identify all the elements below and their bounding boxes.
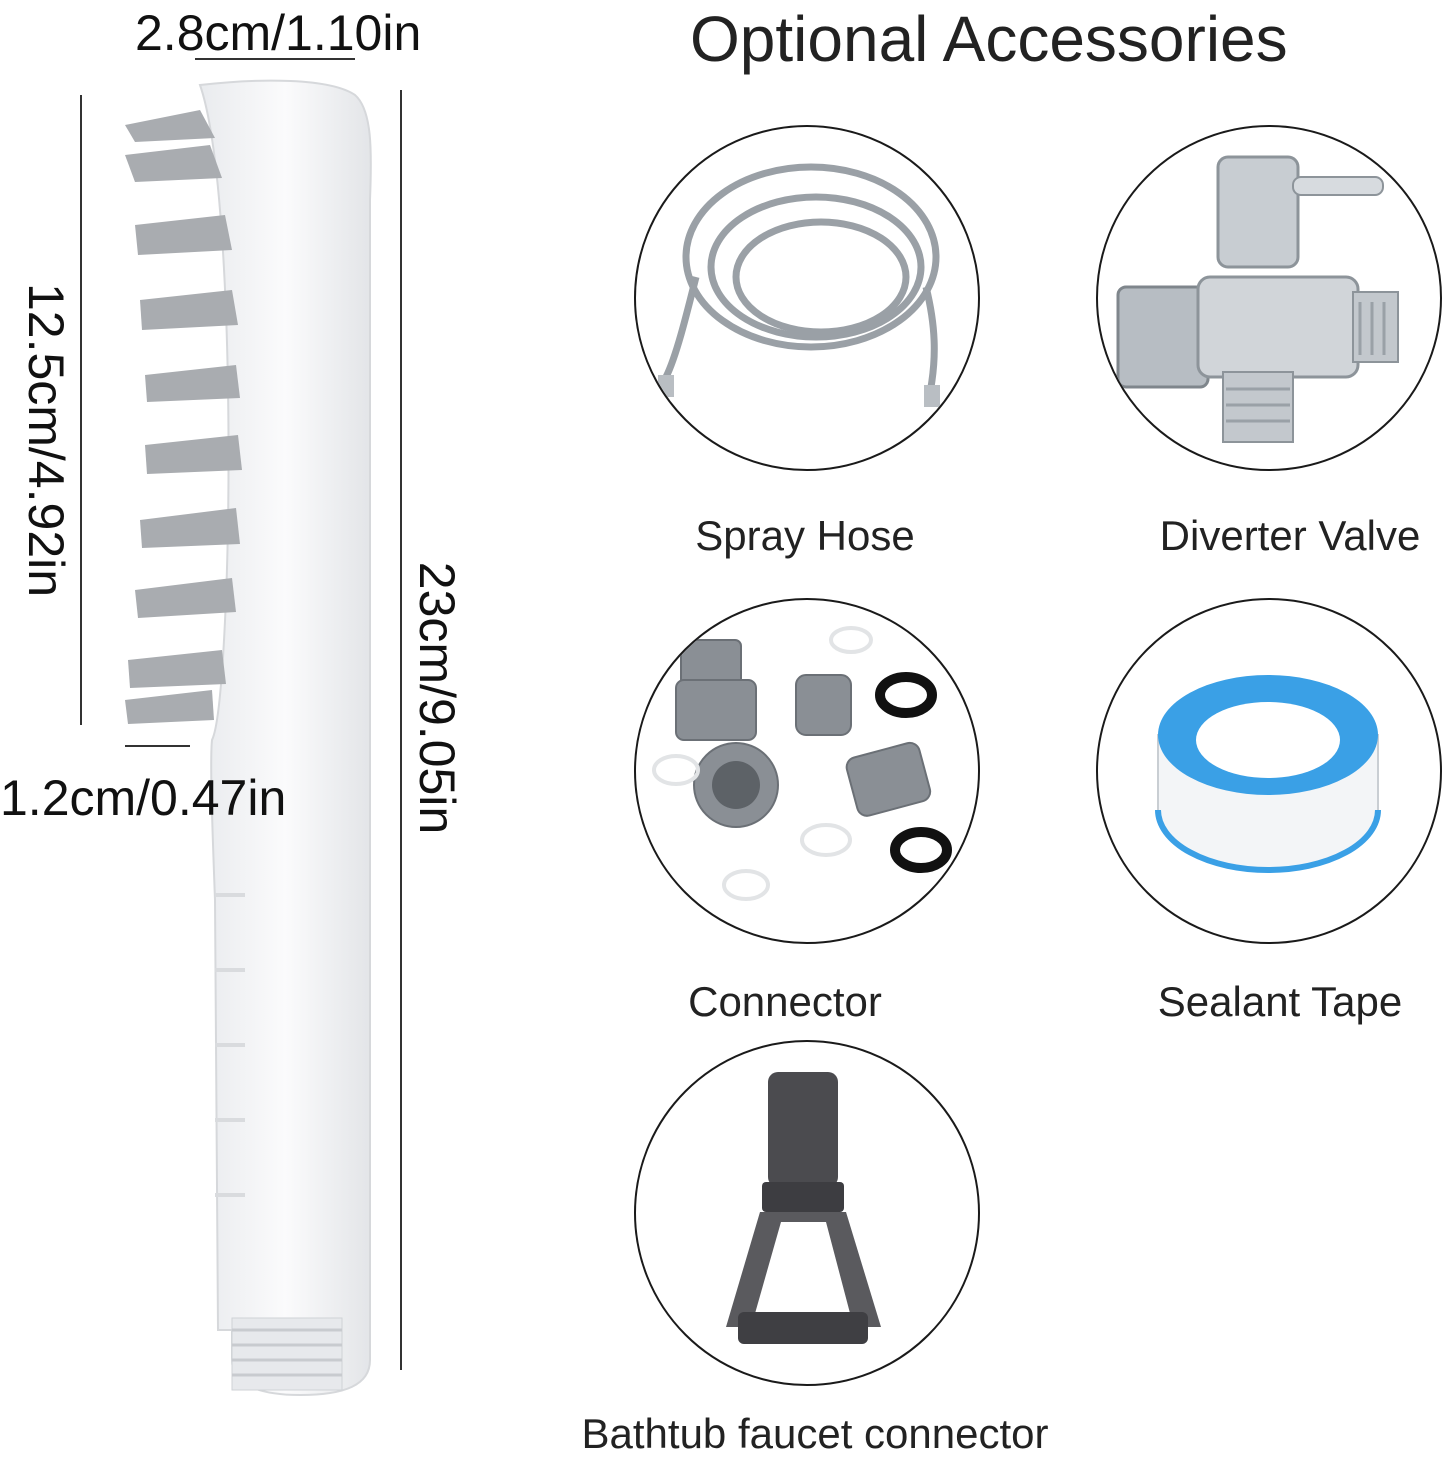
head-width-label: 2.8cm/1.10in xyxy=(135,5,422,61)
diverter-valve-circle xyxy=(1096,125,1442,471)
connector-label: Connector xyxy=(688,978,882,1025)
spray-hose-icon xyxy=(658,163,940,407)
connector-circle xyxy=(634,598,980,944)
diverter-valve-icon xyxy=(1116,155,1399,443)
bristle-length-label: 1.2cm/0.47in xyxy=(0,770,287,826)
head-width-line xyxy=(195,58,355,60)
connector-icon xyxy=(652,626,952,901)
spray-hose-circle xyxy=(634,125,980,471)
sealant-tape-label: Sealant Tape xyxy=(1157,978,1403,1025)
bristle-length-line xyxy=(125,745,190,747)
spray-hose-label: Spray Hose xyxy=(695,512,915,559)
total-length-label: 23cm/9.05in xyxy=(409,561,465,835)
sealant-tape-icon xyxy=(1155,675,1381,873)
shower-brush-illustration xyxy=(125,79,372,1397)
bathtub-faucet-connector-label: Bathtub faucet connector xyxy=(581,1410,1049,1457)
diverter-valve-label: Diverter Valve xyxy=(1159,512,1421,559)
sealant-tape-circle xyxy=(1096,598,1442,944)
page-title: Optional Accessories xyxy=(690,3,1288,75)
brush-height-line xyxy=(80,95,82,725)
bathtub-faucet-connector-icon xyxy=(726,1072,881,1344)
bathtub-faucet-connector-circle xyxy=(634,1040,980,1386)
brush-height-label: 12.5cm/4.92in xyxy=(18,282,74,598)
total-length-line xyxy=(400,90,402,1370)
